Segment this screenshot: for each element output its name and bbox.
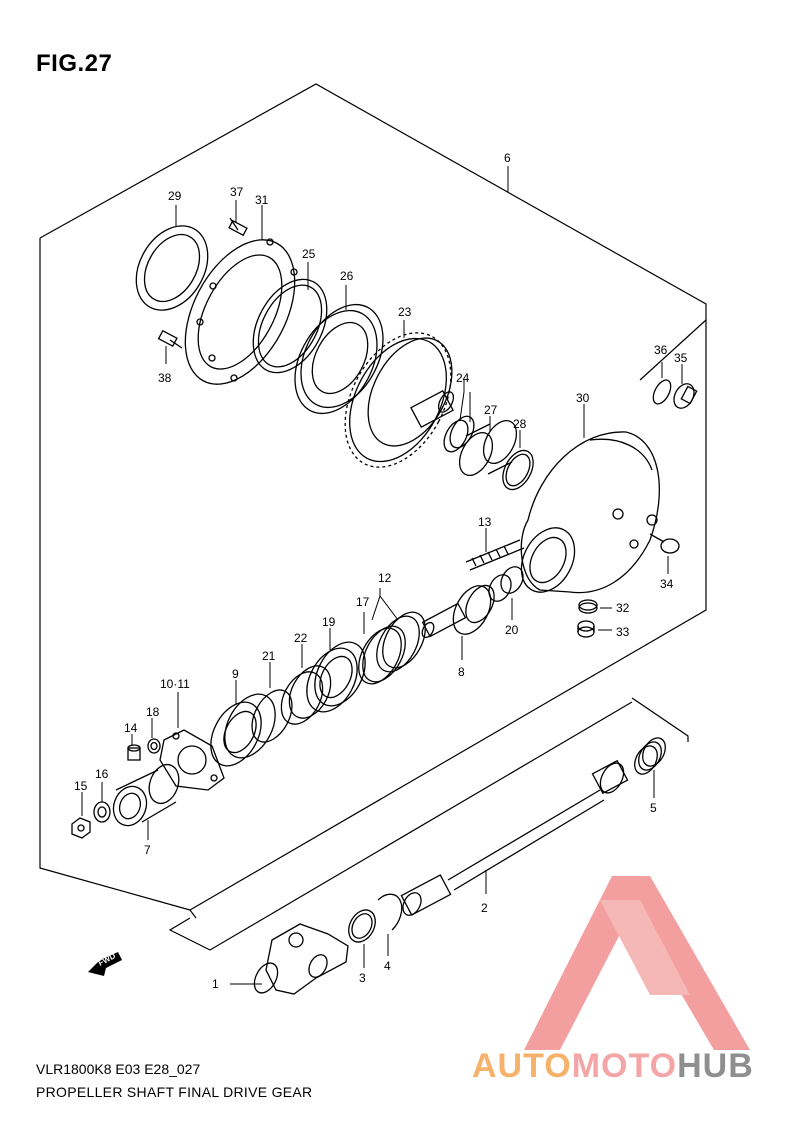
- part-22-bearing: [280, 665, 332, 725]
- part-14-bolt: [127, 744, 141, 761]
- assembly-outline: [39, 83, 707, 951]
- callout-labels: 1 2 3 4 5 6 7 8 9 10·11 12 13 14 15 16 1…: [74, 151, 688, 991]
- callout-30: 30: [576, 391, 590, 405]
- callout-4: 4: [384, 959, 391, 973]
- callout-8: 8: [458, 665, 465, 679]
- callout-5: 5: [650, 801, 657, 815]
- callout-12: 12: [378, 571, 392, 585]
- callout-27: 27: [484, 403, 498, 417]
- part-33-nut: [577, 620, 595, 638]
- model-code: VLR1800K8 E03 E28_027: [36, 1061, 201, 1077]
- callout-28: 28: [513, 417, 527, 431]
- watermark-logo: [524, 876, 750, 1050]
- part-16-washer: [93, 801, 111, 823]
- callout-13: 13: [478, 515, 492, 529]
- part-24-shims: [443, 415, 475, 453]
- callout-9: 9: [232, 667, 239, 681]
- part-29-oil-seal: [135, 225, 209, 311]
- callout-36: 36: [654, 343, 668, 357]
- callout-14: 14: [124, 721, 138, 735]
- part-3-ring: [348, 909, 376, 943]
- part-26-bearing: [294, 303, 384, 415]
- callout-38: 38: [158, 371, 172, 385]
- watermark-hub: HUB: [677, 1047, 754, 1085]
- part-28-o-ring: [502, 449, 534, 491]
- callout-2: 2: [481, 901, 488, 915]
- callout-18: 18: [146, 705, 160, 719]
- part-7-sleeve: [112, 763, 180, 827]
- callout-22: 22: [294, 631, 308, 645]
- figure-title: FIG.27: [36, 50, 113, 77]
- part-38-bolt: [157, 329, 183, 349]
- part-19-bearing: [306, 641, 366, 713]
- part-35-plug: [673, 383, 698, 409]
- part-18-washer: [147, 738, 161, 754]
- callout-37: 37: [230, 185, 244, 199]
- callout-23: 23: [398, 305, 412, 319]
- part-15-nut: [71, 817, 91, 839]
- part-4-circlip: [377, 893, 403, 931]
- callout-33: 33: [616, 625, 630, 639]
- callout-26: 26: [340, 269, 354, 283]
- part-34-breather: [649, 533, 680, 554]
- part-5-spring: [634, 737, 666, 775]
- part-13-stud: [465, 539, 525, 571]
- fwd-arrow-icon: [88, 952, 122, 976]
- part-8-pinion-gear: [421, 584, 495, 639]
- watermark-auto: AUTO: [472, 1047, 572, 1085]
- part-2-propeller-shaft: [400, 759, 629, 916]
- callout-34: 34: [660, 577, 674, 591]
- part-9-retainer: [210, 693, 276, 767]
- callout-7: 7: [144, 843, 151, 857]
- callout-24: 24: [456, 371, 470, 385]
- callout-17: 17: [356, 595, 370, 609]
- part-17-shim: [358, 625, 406, 685]
- callout-20: 20: [505, 623, 519, 637]
- callout-1: 1: [212, 977, 219, 991]
- part-32-washer: [578, 599, 598, 614]
- part-10-11-gasket: [159, 729, 225, 791]
- part-23-ring-gear: [344, 332, 455, 468]
- part-31-bearing-cover: [184, 238, 298, 385]
- watermark-text: AUTOMOTOHUB: [472, 1047, 754, 1086]
- part-37-bolt: [228, 217, 248, 237]
- callout-19: 19: [322, 615, 336, 629]
- part-25-shim: [252, 278, 328, 374]
- callout-25: 25: [302, 247, 316, 261]
- callout-31: 31: [255, 193, 269, 207]
- part-12-shims: [376, 611, 426, 673]
- sheet-title: PROPELLER SHAFT FINAL DRIVE GEAR: [36, 1084, 313, 1100]
- watermark-moto: MOTO: [571, 1047, 678, 1085]
- part-30-gear-case: [520, 431, 660, 594]
- callout-35: 35: [674, 351, 688, 365]
- callout-10-11: 10·11: [160, 677, 190, 691]
- callout-29: 29: [168, 189, 182, 203]
- callout-16: 16: [95, 767, 109, 781]
- callout-3: 3: [359, 971, 366, 985]
- part-1-universal-joint: [253, 923, 349, 995]
- part-27-needle-bearing: [458, 420, 518, 476]
- callout-6: 6: [504, 151, 511, 165]
- part-36-washer: [652, 379, 672, 405]
- callout-32: 32: [616, 601, 630, 615]
- callout-15: 15: [74, 779, 88, 793]
- callout-21: 21: [262, 649, 276, 663]
